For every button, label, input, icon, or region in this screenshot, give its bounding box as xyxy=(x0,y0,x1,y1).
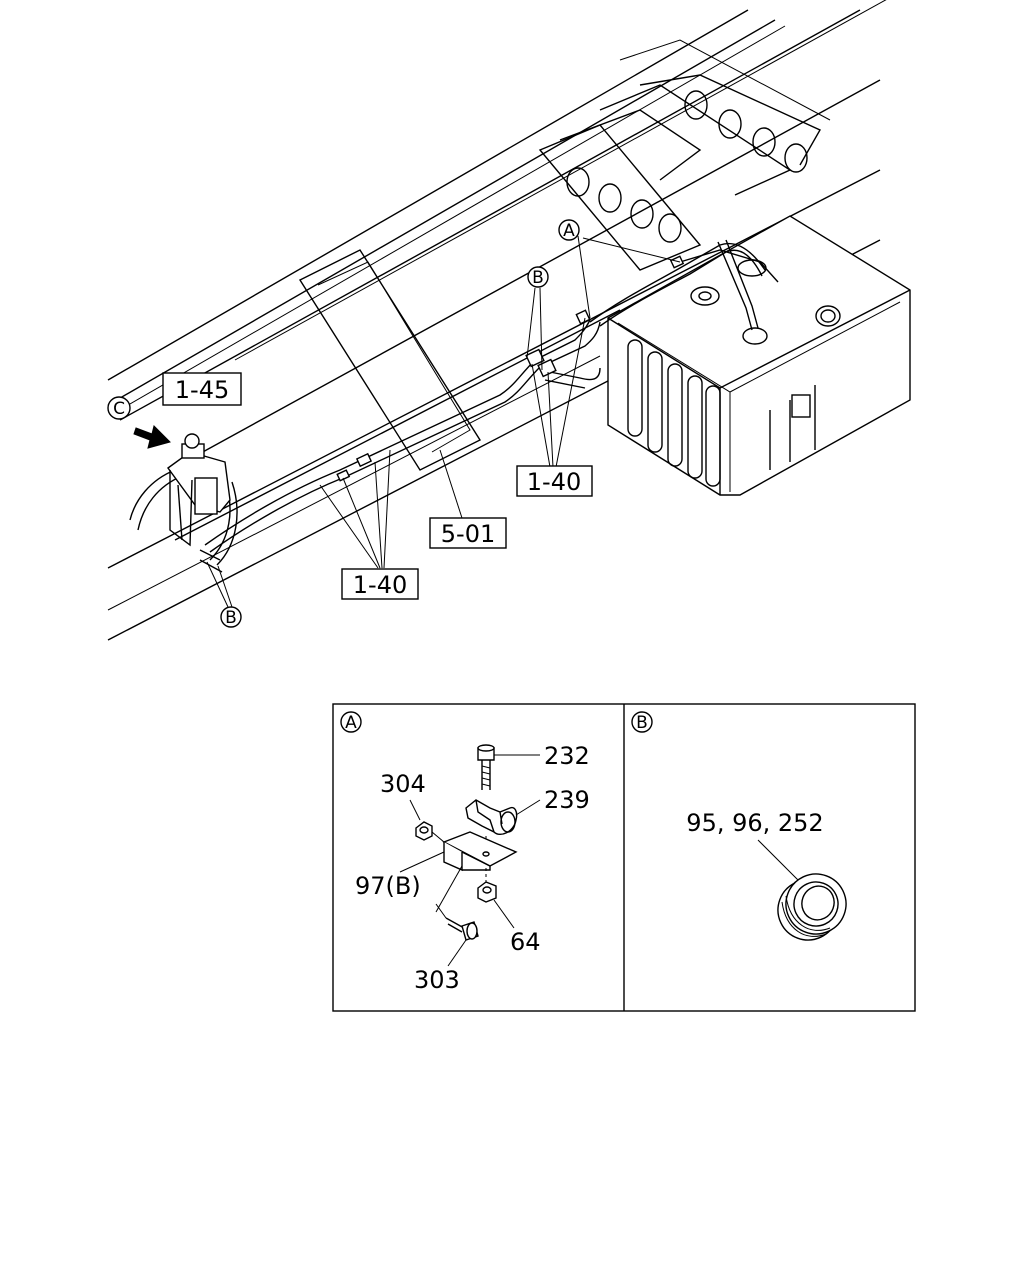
callout-circle-b-lower[interactable]: B xyxy=(220,606,242,628)
part-label-303: 303 xyxy=(414,966,460,994)
ref-box-1-45[interactable]: 1-45 xyxy=(162,372,242,406)
part-label-64: 64 xyxy=(510,928,541,956)
nut-304 xyxy=(409,799,445,843)
tank-ribs xyxy=(627,339,721,487)
callout-circle-b-upper[interactable]: B xyxy=(527,266,549,288)
detail-a-circle-label: A xyxy=(345,713,357,733)
detail-b-circle-label: B xyxy=(636,713,648,733)
detail-panel-frame xyxy=(332,703,916,1012)
clamp-239 xyxy=(465,799,541,836)
frame-holes xyxy=(566,90,808,243)
detail-a-circle: A xyxy=(340,711,362,733)
detail-a: A xyxy=(340,711,590,994)
ref-box-1-40-right[interactable]: 1-40 xyxy=(516,465,593,497)
part-label-95-96-252: 95, 96, 252 xyxy=(686,809,823,837)
callout-circle-a[interactable]: A xyxy=(558,219,580,241)
fuel-filter-assembly xyxy=(167,433,231,573)
ref-label-1-40-right: 1-40 xyxy=(527,468,581,496)
bolt-303 xyxy=(435,865,479,967)
part-label-97b: 97(B) xyxy=(355,872,421,900)
grommet xyxy=(777,873,847,941)
ref-label-5-01: 5-01 xyxy=(441,520,495,548)
detail-b-circle: B xyxy=(631,711,653,733)
ref-box-1-40-bottom[interactable]: 1-40 xyxy=(341,568,419,600)
chassis-frame xyxy=(107,0,887,641)
fuel-tank xyxy=(607,215,911,496)
callout-c-label: C xyxy=(113,399,125,419)
bracket-97b xyxy=(399,831,518,873)
ref-box-5-01[interactable]: 5-01 xyxy=(429,517,507,549)
bolt-232 xyxy=(477,744,540,790)
callout-b-lower-label: B xyxy=(225,608,237,628)
nut-64 xyxy=(477,868,515,929)
part-label-304: 304 xyxy=(380,770,426,798)
ref-label-1-40-bottom: 1-40 xyxy=(353,571,407,599)
callout-leaders xyxy=(206,235,681,608)
detail-b: B 95, 96, 252 xyxy=(631,711,847,941)
callout-b-upper-label: B xyxy=(532,268,544,288)
part-label-239: 239 xyxy=(544,786,590,814)
view-arrow-c xyxy=(133,425,171,449)
callout-a-label: A xyxy=(563,221,575,241)
part-label-232: 232 xyxy=(544,742,590,770)
callout-circle-c[interactable]: C xyxy=(107,396,131,420)
ref-label-1-45: 1-45 xyxy=(175,376,229,404)
fuel-lines xyxy=(129,239,779,566)
